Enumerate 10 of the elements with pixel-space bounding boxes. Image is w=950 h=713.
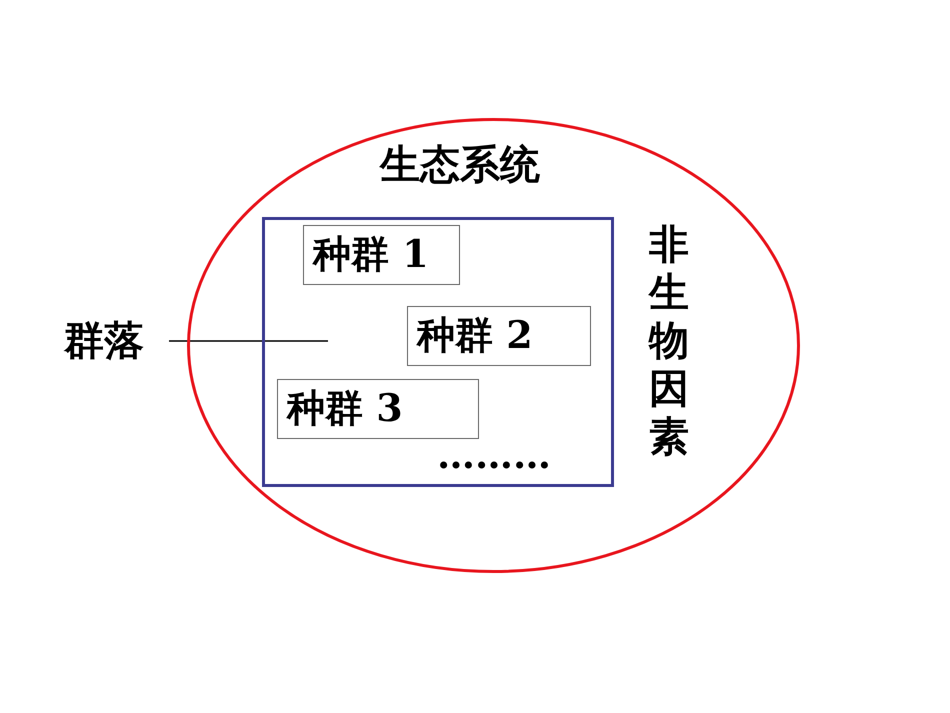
label-box: 种群 1 (303, 225, 460, 285)
oval-outline (187, 118, 800, 573)
label-box: 种群 2 (407, 306, 591, 366)
label-text: 群落 (64, 321, 144, 361)
leader-line (169, 340, 328, 342)
vertical-text: 非生物因素 (648, 221, 690, 461)
ellipsis-text: ……… (437, 436, 551, 474)
heading-text: 生态系统 (380, 145, 540, 185)
rectangle-frame (262, 217, 614, 487)
label-box: 种群 3 (277, 379, 479, 439)
